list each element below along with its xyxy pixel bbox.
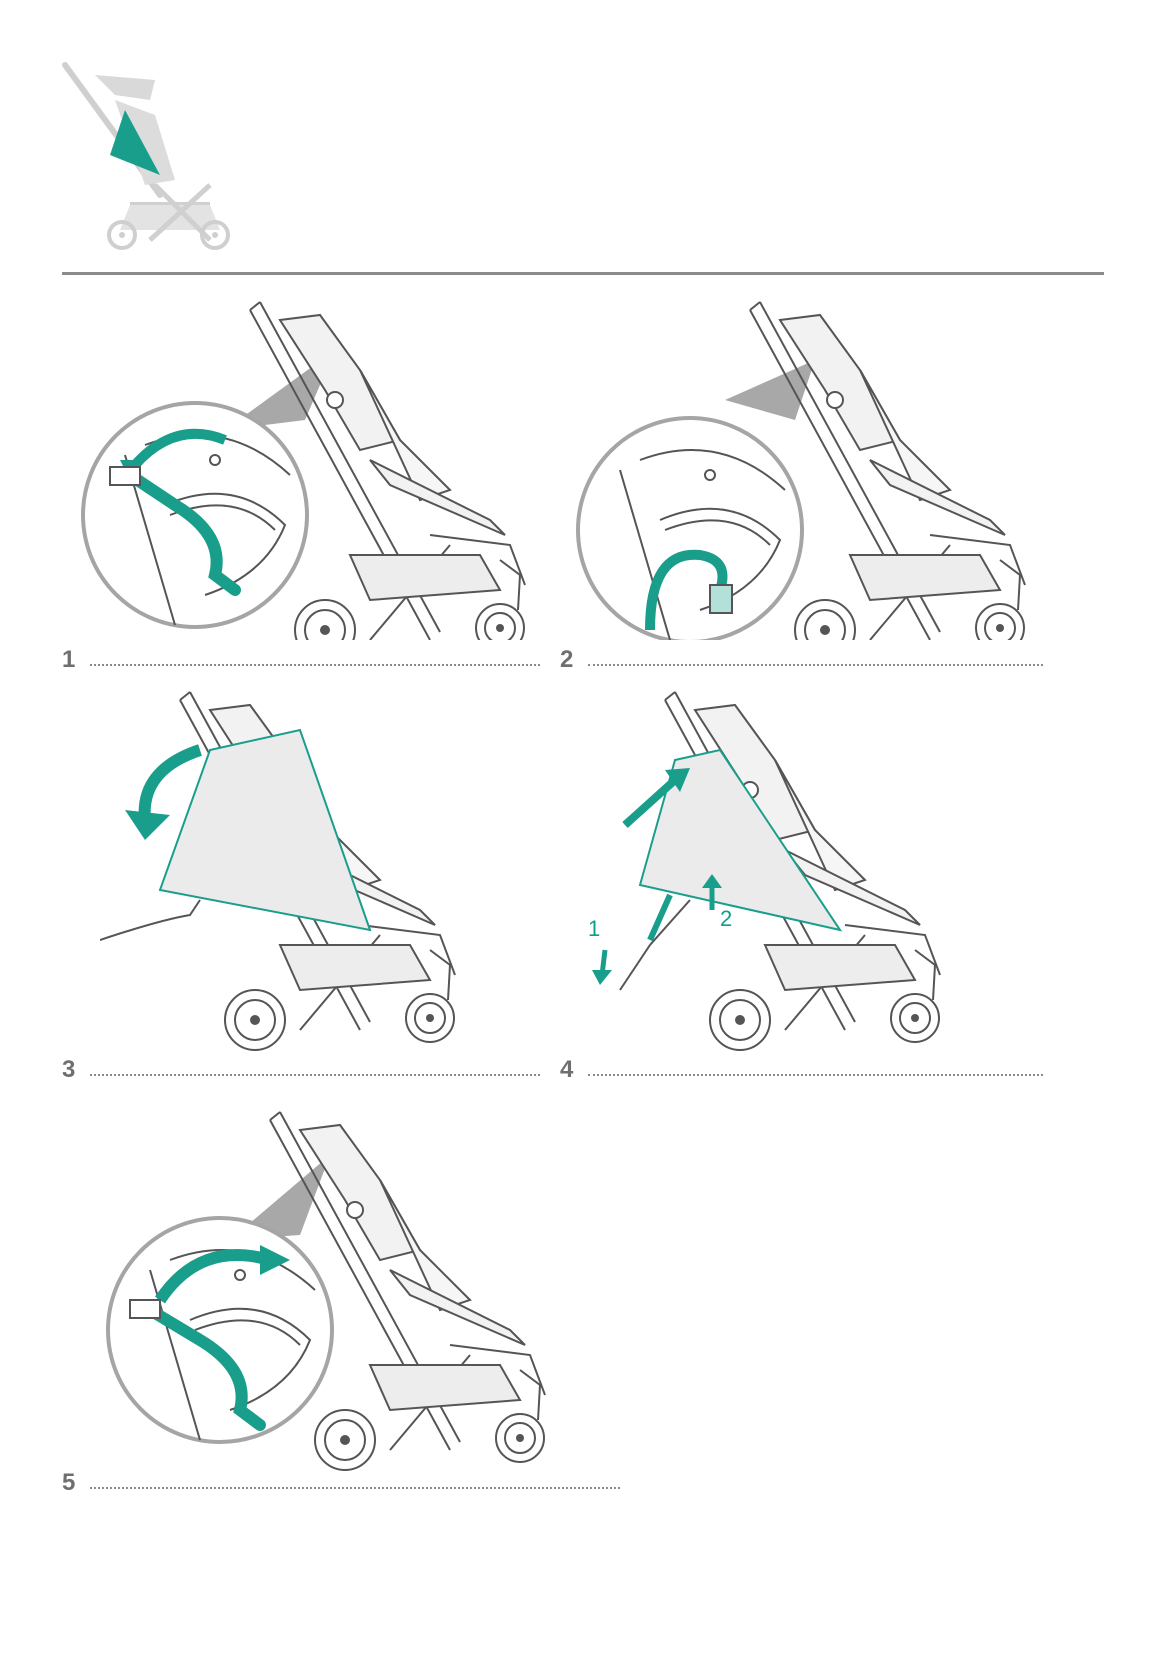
header-divider	[62, 272, 1104, 275]
step-number: 1	[62, 646, 76, 673]
step-3-leader	[90, 1074, 540, 1076]
step-3-illustration	[100, 690, 540, 1060]
step-number: 5	[62, 1469, 76, 1496]
step-4-illustration: 1 2	[580, 690, 1040, 1060]
step-number: 3	[62, 1056, 76, 1083]
step-2-illustration	[575, 290, 1035, 640]
step-4-callout-1: 1	[588, 916, 601, 941]
step-1-leader	[90, 664, 540, 666]
step-1-illustration	[75, 290, 535, 640]
step-4-leader	[588, 1074, 1043, 1076]
step-5-leader	[90, 1487, 620, 1489]
step-number: 2	[560, 646, 574, 673]
step-4-callout-2: 2	[720, 906, 733, 931]
step-number: 4	[560, 1056, 574, 1083]
step-2-leader	[588, 664, 1043, 666]
step-5-illustration	[90, 1100, 610, 1480]
stroller-footmuff-icon	[60, 55, 240, 255]
